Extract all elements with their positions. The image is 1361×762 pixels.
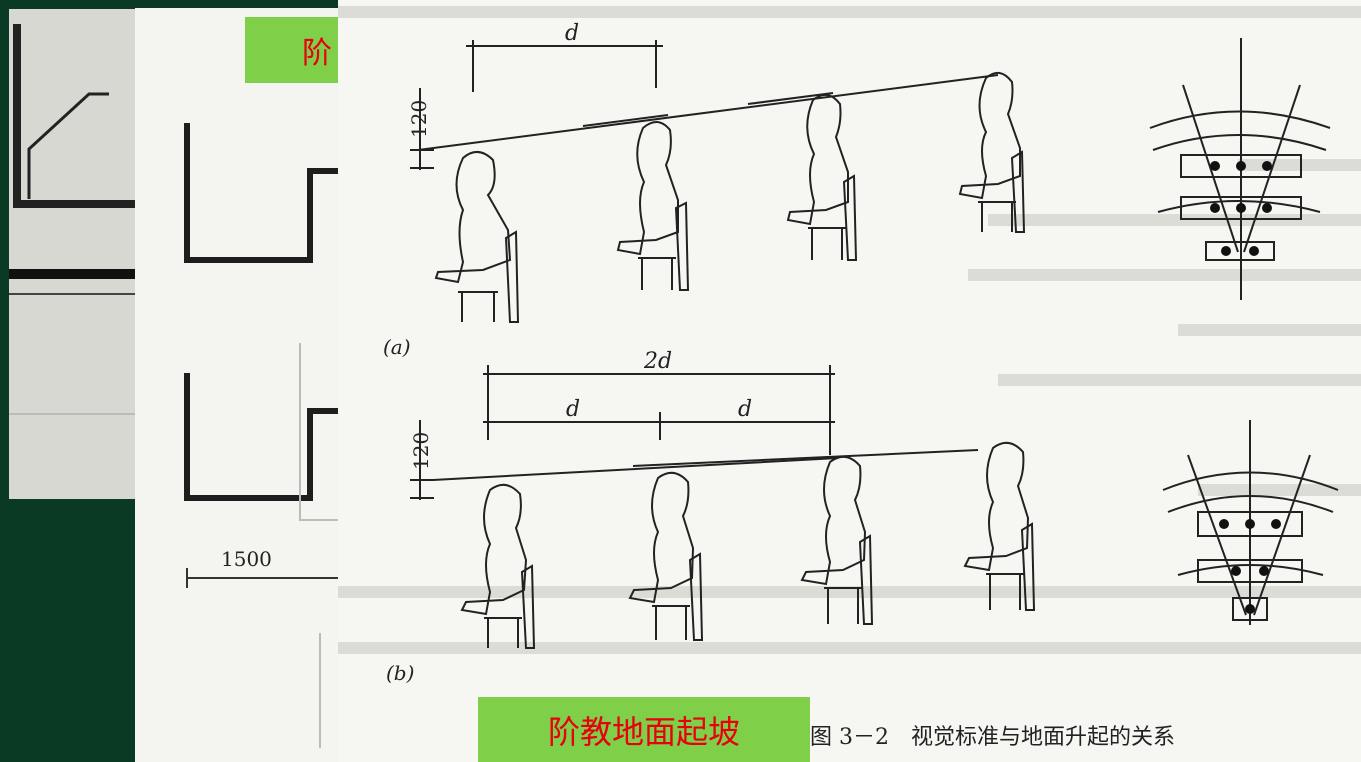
label-bottom: 阶教地面起坡 [478,697,810,762]
middle-scan-drawing: 1500 [184,123,365,748]
seated-figure-a1 [434,151,520,323]
faint-text-lines [338,6,1361,654]
seated-figure-b4 [963,441,1036,611]
seated-figure-a4 [958,71,1026,233]
dim-b-right: d [738,397,752,422]
textbook-figure-page: d 120 (a) [338,0,1361,762]
dim-b-total: 2d [643,349,672,374]
background-scan-middle: 1500 [135,8,365,762]
seated-figure-b2 [628,471,704,641]
seating-plan-b [1162,420,1339,625]
seated-figure-b1 [460,483,536,649]
figure-caption: 图 3－2 视觉标准与地面升起的关系 [810,725,1175,750]
tag-a: (a) [383,335,411,359]
dimension-1500: 1500 [221,547,272,571]
figure-svg: d 120 (a) [338,6,1361,750]
seating-plan-a [1149,38,1331,300]
seated-figure-b3 [800,455,874,625]
dim-b-left: d [566,397,580,422]
seated-figure-a3 [786,93,858,261]
diagram-a [410,38,1331,323]
label-top-fragment: 阶 [245,17,338,83]
dim-a-side: 120 [407,100,431,138]
dim-b-side: 120 [409,432,433,470]
seated-figure-a2 [616,121,690,291]
diagram-b [410,365,1339,649]
dim-a-top: d [565,21,579,46]
tag-b: (b) [386,661,414,685]
